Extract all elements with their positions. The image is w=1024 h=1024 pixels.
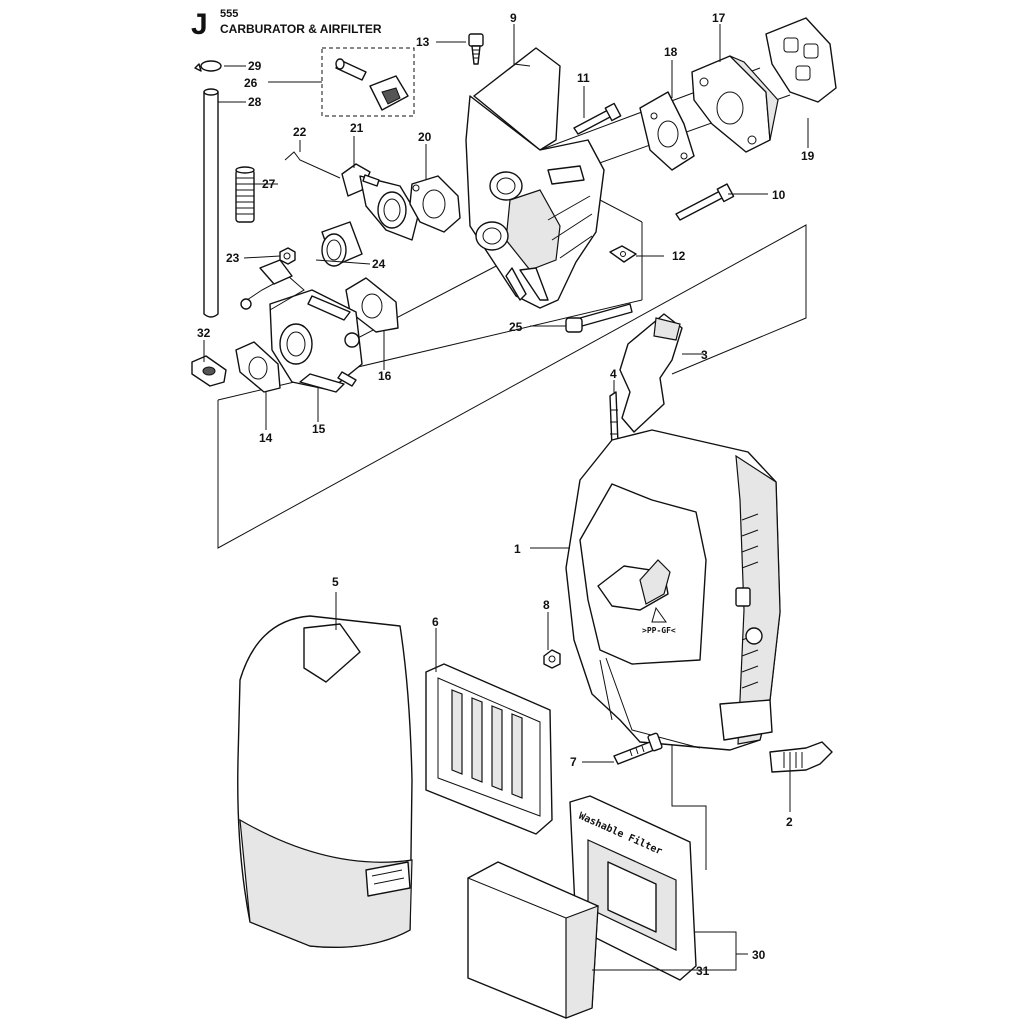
- part-24-boot: [321, 221, 363, 267]
- callout-labels: 3 1 2 4 5 6 7 8 9 10 11 12 13 14 15 16 1…: [197, 11, 815, 978]
- callout-5: 5: [332, 575, 339, 589]
- callout-23: 23: [226, 251, 240, 265]
- callout-2: 2: [786, 815, 793, 829]
- callout-24: 24: [372, 257, 386, 271]
- part-13-screw: [468, 33, 484, 65]
- callout-28: 28: [248, 95, 262, 109]
- callout-27: 27: [262, 177, 276, 191]
- callout-31: 31: [696, 964, 710, 978]
- callout-21: 21: [350, 121, 364, 135]
- part-20-gasket: [409, 175, 461, 233]
- part-21-choke: [341, 163, 419, 241]
- part-30-filter-frame: Washable Filter: [569, 795, 697, 981]
- part-6-air-filter: [425, 663, 553, 835]
- part-2-latch: [769, 741, 833, 773]
- callout-12: 12: [672, 249, 686, 263]
- page-title: CARBURATOR & AIRFILTER: [220, 22, 382, 36]
- part-26-kit: [321, 47, 415, 117]
- callout-7: 7: [570, 755, 577, 769]
- part-18-gasket: [639, 91, 695, 171]
- callout-17: 17: [712, 11, 726, 25]
- callout-19: 19: [801, 149, 815, 163]
- part-15-carburetor: [240, 259, 363, 393]
- callout-15: 15: [312, 422, 326, 436]
- callout-20: 20: [418, 130, 432, 144]
- section-letter: J: [191, 8, 208, 41]
- callout-13: 13: [416, 35, 430, 49]
- part-28-fuel-hose: [203, 88, 219, 318]
- material-mark: >PP-GF<: [642, 626, 676, 635]
- callout-9: 9: [510, 11, 517, 25]
- callout-32: 32: [197, 326, 211, 340]
- leader-lines: [203, 24, 809, 971]
- callout-1: 1: [514, 542, 521, 556]
- part-31-foam: [467, 861, 599, 1019]
- callout-6: 6: [432, 615, 439, 629]
- part-27-spring: [235, 166, 255, 223]
- part-5-cover: [237, 615, 413, 948]
- callout-26: 26: [244, 76, 258, 90]
- part-23-nut: [279, 247, 296, 265]
- part-29-clamp: [194, 60, 222, 72]
- part-8-nut: [543, 649, 561, 669]
- part-3-bracket: [619, 313, 683, 433]
- part-32-grommet: [191, 355, 227, 387]
- callout-10: 10: [772, 188, 786, 202]
- callout-18: 18: [664, 45, 678, 59]
- callout-25: 25: [509, 320, 523, 334]
- page-number: 555: [220, 8, 239, 20]
- part-14-gasket: [235, 341, 281, 393]
- callout-29: 29: [248, 59, 262, 73]
- part-17-spacer: [691, 55, 779, 153]
- part-19-gasket: [765, 17, 837, 103]
- part-9-carburetor-housing: [465, 47, 605, 309]
- callout-8: 8: [543, 598, 550, 612]
- part-22-rod: [284, 151, 341, 179]
- callout-14: 14: [259, 431, 273, 445]
- part-1-filter-housing: >PP-GF<: [565, 429, 781, 751]
- part-7-screw: [613, 732, 663, 765]
- callout-30: 30: [752, 948, 766, 962]
- callout-3: 3: [701, 348, 708, 362]
- part-10-screw: [675, 183, 735, 221]
- part-11-screw: [573, 102, 622, 135]
- callout-4: 4: [610, 367, 617, 381]
- callout-16: 16: [378, 369, 392, 383]
- callout-11: 11: [577, 71, 590, 85]
- callout-22: 22: [293, 125, 307, 139]
- part-12-nut: [609, 245, 637, 263]
- part-25-bolt: [565, 303, 633, 333]
